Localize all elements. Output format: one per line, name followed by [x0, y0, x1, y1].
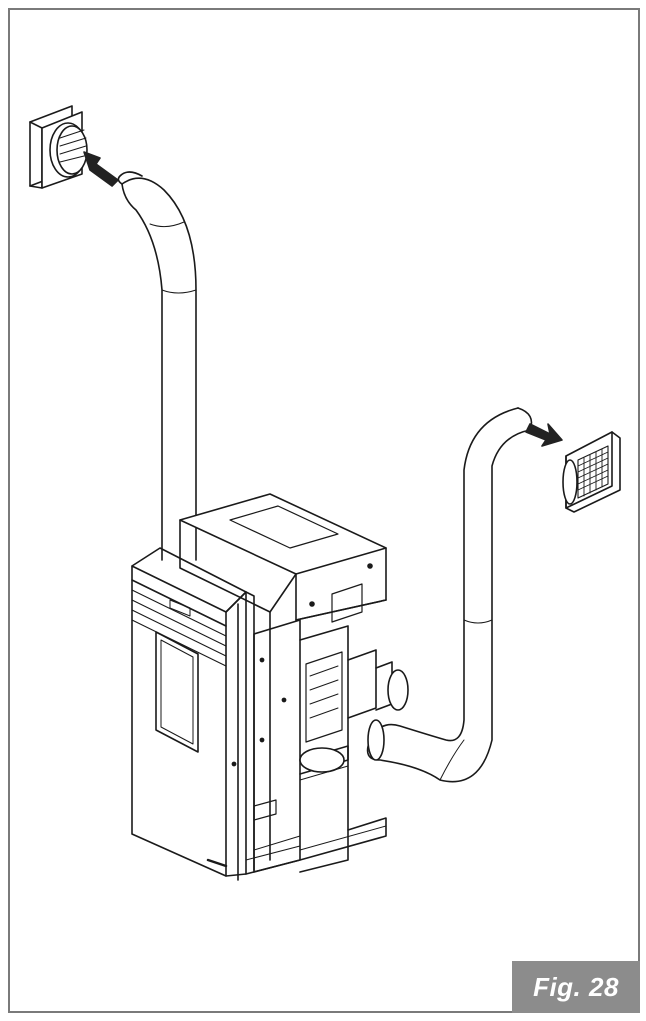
outlet-duct	[366, 407, 533, 783]
inlet-arrow	[83, 151, 119, 187]
inlet-vent-grille	[29, 105, 88, 189]
figure-label: Fig. 28	[512, 961, 640, 1013]
figure-frame	[8, 8, 640, 1013]
intake-duct	[117, 171, 197, 561]
outlet-arrow	[525, 423, 563, 447]
pellet-stove	[131, 493, 409, 881]
outlet-vent-grille	[562, 431, 621, 513]
